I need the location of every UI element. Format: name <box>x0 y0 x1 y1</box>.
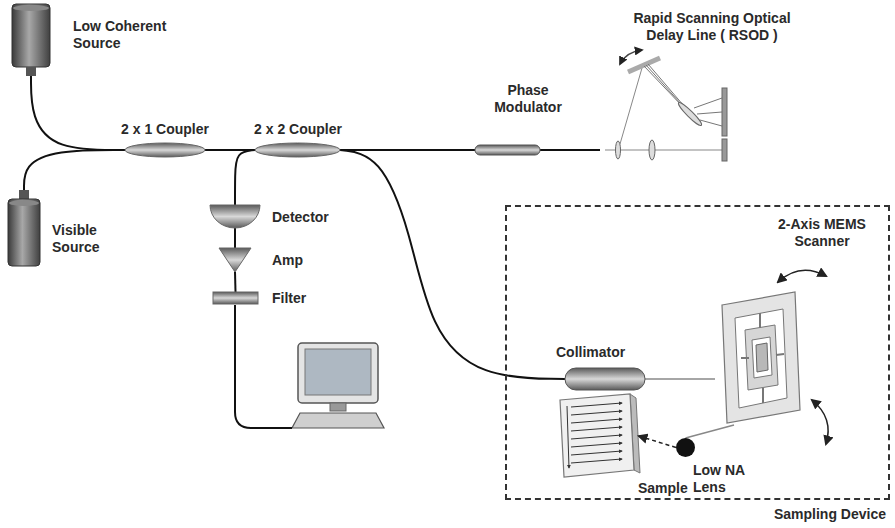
amplifier: Amp <box>219 248 251 272</box>
component-label: 2 x 2 Coupler <box>254 121 342 138</box>
computer-icon <box>292 343 384 428</box>
optical-fiber <box>24 150 125 190</box>
phase-modulator-shape <box>475 145 540 155</box>
component-label: Filter <box>272 290 306 307</box>
mems-mirror <box>722 270 828 444</box>
amplifier-shape <box>219 248 251 272</box>
component-label: Sample <box>638 480 688 497</box>
detector-shape <box>210 205 260 228</box>
optical-fiber <box>340 149 475 151</box>
light-source-shape <box>8 190 40 266</box>
fiber-coupler-shape <box>125 143 205 157</box>
phase-modulator: Phase Modulator <box>475 145 540 155</box>
detector: Detector <box>210 205 260 228</box>
filter: Filter <box>213 292 258 304</box>
component-label: Low NA Lens <box>693 462 755 496</box>
lens-shape <box>676 438 695 457</box>
component-label: Phase Modulator <box>486 82 570 116</box>
component-label: 2 x 1 Coupler <box>121 121 209 138</box>
component-label: Visible Source <box>52 222 114 256</box>
filter-shape <box>213 292 258 304</box>
signal-wire <box>235 305 292 428</box>
component-label: Detector <box>272 209 329 226</box>
optical-fiber <box>340 150 565 379</box>
component-label: Low Coherent Source <box>73 18 181 52</box>
mems-scanner: 2-Axis MEMS Scanner <box>715 290 810 425</box>
optical-fiber <box>540 149 600 151</box>
component-label: Collimator <box>556 344 625 361</box>
optical-fiber <box>234 272 237 292</box>
fiber-coupler-shape <box>255 143 340 157</box>
optical-fiber <box>234 228 236 248</box>
delay-line: Rapid Scanning Optical Delay Line ( RSOD… <box>600 55 735 160</box>
fiber-coupler: 2 x 2 Coupler <box>255 143 340 157</box>
sample: Sample <box>555 393 637 478</box>
sample-raster <box>560 394 640 477</box>
light-beam <box>637 436 676 448</box>
fiber-coupler: 2 x 1 Coupler <box>125 143 205 157</box>
collimator: Collimator <box>565 368 645 390</box>
component-label: Sampling Device <box>774 506 886 523</box>
lens: Low NA Lens <box>676 438 695 457</box>
optical-fiber <box>235 150 255 205</box>
light-source: Visible Source <box>8 190 40 266</box>
light-source-shape <box>12 4 50 76</box>
light-source: Low Coherent Source <box>12 4 50 76</box>
component-label: Amp <box>272 252 303 269</box>
delay-line-optics <box>605 50 727 161</box>
component-label: 2-Axis MEMS Scanner <box>767 216 877 250</box>
optical-fiber <box>31 76 125 150</box>
light-beam <box>686 425 735 438</box>
collimator-shape <box>565 368 645 390</box>
sampling-device: Sampling DeviceCollimator2-Axis MEMS Sca… <box>505 205 890 500</box>
light-beam <box>645 378 715 380</box>
component-label: Rapid Scanning Optical Delay Line ( RSOD… <box>617 10 807 44</box>
